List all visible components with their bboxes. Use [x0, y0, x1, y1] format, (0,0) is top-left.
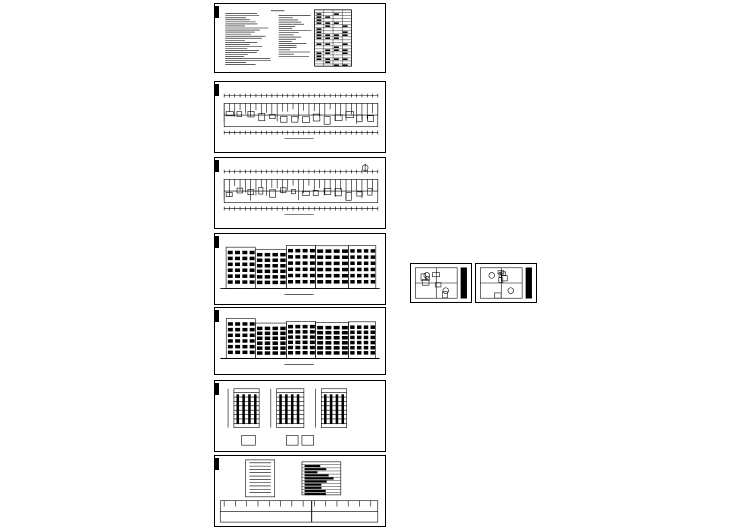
detail-drawing — [219, 459, 379, 523]
sheet-tab — [214, 458, 219, 470]
sheet-tab — [214, 160, 219, 172]
north-arrow-icon — [361, 163, 369, 172]
floor-plan-drawing — [223, 163, 379, 215]
sheet-tab — [214, 383, 219, 395]
unit-plan-drawing — [480, 267, 532, 299]
ground-floor-plan-sheet — [214, 81, 386, 153]
section-drawing — [227, 388, 347, 446]
sheet-tab — [214, 6, 219, 18]
unit-plan-drawing — [415, 267, 467, 299]
stair-details-sheet — [214, 455, 386, 527]
rear-elevation-sheet — [214, 307, 386, 375]
sheet-tab — [214, 84, 219, 96]
unit-plan-a-sheet — [410, 263, 472, 303]
front-elevation-sheet — [214, 233, 386, 305]
notes-drawing — [225, 9, 352, 67]
elevation-drawing — [220, 245, 380, 295]
typical-floor-plan-sheet — [214, 157, 386, 229]
unit-plan-b-sheet — [475, 263, 537, 303]
side-elevations-sections-sheet — [214, 380, 386, 452]
sheet-tab — [214, 236, 219, 248]
elevation-drawing — [220, 318, 380, 365]
sheet-tab — [214, 310, 219, 322]
general-notes-sheet — [214, 3, 386, 73]
floor-plan-drawing — [223, 93, 379, 139]
